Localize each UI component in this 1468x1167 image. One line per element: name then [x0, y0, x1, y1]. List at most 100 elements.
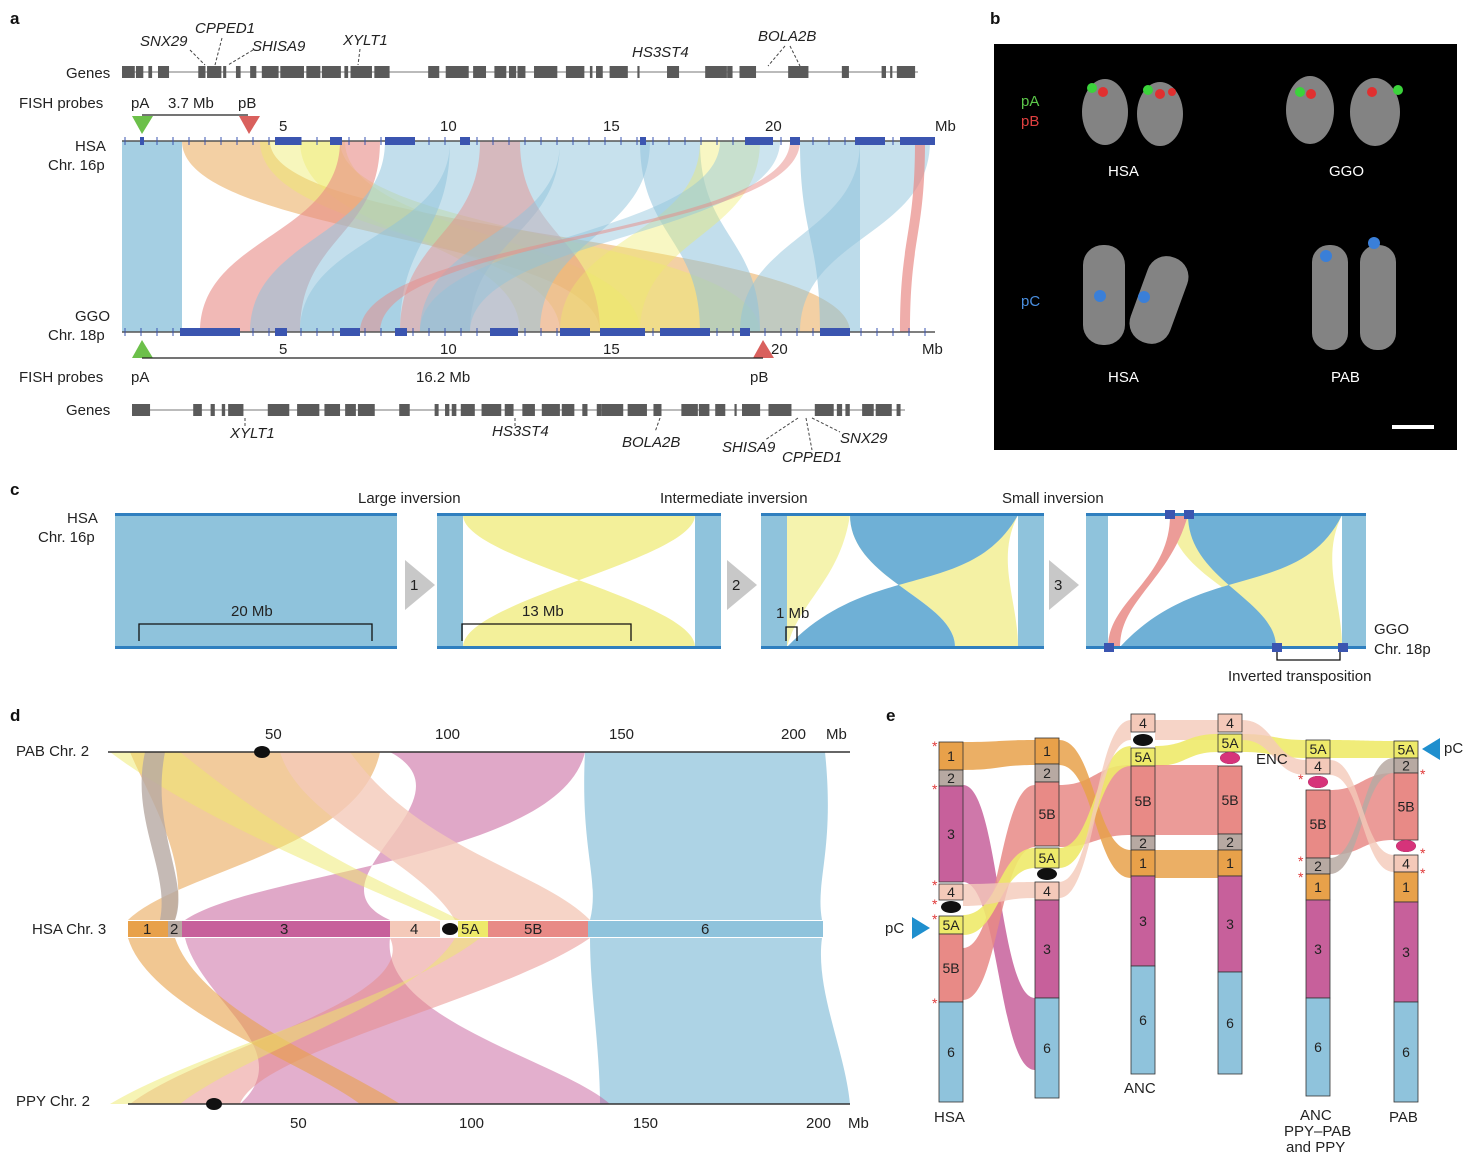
step-number-3: 3: [1054, 577, 1062, 594]
panel-label-c: c: [10, 480, 19, 499]
tick-bottom-10: 10: [440, 341, 457, 358]
pc-arrow-left: [912, 917, 930, 939]
tick-d-top-200: 200: [781, 726, 806, 743]
svg-text:2: 2: [1043, 765, 1051, 781]
hsa-chr3-label: HSA Chr. 3: [32, 921, 106, 938]
col-label-anc2: ANC: [1300, 1107, 1332, 1124]
svg-text:*: *: [932, 911, 938, 927]
fish-probes-label-bottom: FISH probes: [19, 369, 103, 386]
tick-d-top-100: 100: [435, 726, 460, 743]
pc-arrow-right: [1422, 738, 1440, 760]
svg-text:*: *: [1298, 771, 1304, 787]
svg-text:5A: 5A: [1038, 850, 1056, 866]
svg-text:6: 6: [1139, 1012, 1147, 1028]
tick-d-top-50: 50: [265, 726, 282, 743]
fish-species-ggo: GGO: [1329, 163, 1364, 180]
svg-text:*: *: [932, 738, 938, 754]
probe-pa-top-label: pA: [131, 95, 149, 112]
fish-probe-pb-legend: pB: [1021, 113, 1039, 130]
segment-d-5b: 5B: [524, 921, 542, 938]
gene-label-hs3st4-bottom: HS3ST4: [492, 423, 549, 440]
svg-text:1: 1: [1139, 855, 1147, 871]
fish-species-hsa-top: HSA: [1108, 163, 1139, 180]
svg-text:5B: 5B: [1397, 799, 1414, 815]
svg-text:1: 1: [1043, 743, 1051, 759]
ppy-chr2-label: PPY Chr. 2: [16, 1093, 90, 1110]
tick-top-10: 10: [440, 118, 457, 135]
svg-text:5A: 5A: [942, 917, 960, 933]
tick-top-20: 20: [765, 118, 782, 135]
svg-text:4: 4: [1314, 758, 1322, 774]
genes-label-bottom: Genes: [66, 402, 110, 419]
svg-text:*: *: [932, 877, 938, 893]
svg-text:1: 1: [1402, 879, 1410, 895]
svg-text:*: *: [932, 896, 938, 912]
inverted-transposition-label: Inverted transposition: [1228, 668, 1371, 685]
stage1-ribbon: [115, 515, 397, 647]
gene-label-xylt1-top: XYLT1: [342, 32, 388, 49]
svg-text:5B: 5B: [1134, 793, 1151, 809]
unit-top-a: Mb: [935, 118, 956, 135]
svg-text:2: 2: [1226, 834, 1234, 850]
fish-probe-pc-legend: pC: [1021, 293, 1040, 310]
svg-text:3: 3: [1314, 941, 1322, 957]
svg-text:2: 2: [1402, 758, 1410, 774]
svg-text:5A: 5A: [1397, 742, 1415, 758]
synteny-ribbons-d: [110, 752, 850, 1104]
unit-d-top: Mb: [826, 726, 847, 743]
segment-d-1: 1: [143, 921, 151, 938]
step-title-large: Large inversion: [358, 490, 461, 507]
unit-d-bottom: Mb: [848, 1115, 869, 1132]
ggo-chr-label-a: Chr. 18p: [48, 327, 105, 344]
synteny-ribbons-a: [122, 141, 930, 332]
svg-text:1: 1: [1226, 855, 1234, 871]
hsa-chr-label-a: Chr. 16p: [48, 157, 105, 174]
svg-text:*: *: [1420, 865, 1426, 881]
svg-text:*: *: [1298, 869, 1304, 885]
svg-text:*: *: [1420, 845, 1426, 861]
svg-text:6: 6: [947, 1044, 955, 1060]
fish-signals: [1087, 83, 1403, 303]
svg-text:6: 6: [1314, 1039, 1322, 1055]
tick-bottom-5: 5: [279, 341, 287, 358]
hsa-chr-label-c: Chr. 16p: [38, 529, 95, 546]
svg-text:*: *: [1298, 853, 1304, 869]
step-arrows: [405, 560, 1079, 610]
panel-label-d: d: [10, 706, 20, 725]
gene-track-bottom: [132, 404, 905, 416]
probe-pb-top-marker: [239, 116, 260, 134]
distance-bottom-label: 16.2 Mb: [416, 369, 470, 386]
svg-text:3: 3: [1043, 941, 1051, 957]
step-number-2: 2: [732, 577, 740, 594]
svg-text:3: 3: [1226, 916, 1234, 932]
tick-d-bottom-100: 100: [459, 1115, 484, 1132]
gene-label-bola2b-top: BOLA2B: [758, 28, 816, 45]
segment-d-3: 3: [280, 921, 288, 938]
gene-leader-lines-bottom: [244, 417, 841, 451]
gene-label-snx29-top: SNX29: [140, 33, 188, 50]
tick-top-15: 15: [603, 118, 620, 135]
col-label-anc: ANC: [1124, 1080, 1156, 1097]
probe-pb-bottom-label: pB: [750, 369, 768, 386]
hsa-label-a: HSA: [75, 138, 106, 155]
karyotype-evolution-diagram: 12345A5B6125B5A43645A5B213645A5B21365A45…: [932, 713, 1426, 1103]
enc-label: ENC: [1256, 751, 1288, 768]
svg-text:5B: 5B: [1038, 806, 1055, 822]
breakpoint-blocks-c: [1104, 510, 1348, 652]
gene-label-cpped1-top: CPPED1: [195, 20, 255, 37]
gene-label-snx29-bottom: SNX29: [840, 430, 888, 447]
gene-label-shisa9-bottom: SHISA9: [722, 439, 776, 456]
gene-label-shisa9-top: SHISA9: [252, 38, 306, 55]
unit-bottom-a: Mb: [922, 341, 943, 358]
svg-text:1: 1: [947, 748, 955, 764]
tick-bottom-15: 15: [603, 341, 620, 358]
segment-d-5a: 5A: [461, 921, 479, 938]
gene-label-hs3st4-top: HS3ST4: [632, 44, 689, 61]
tick-d-top-150: 150: [609, 726, 634, 743]
gene-leader-lines-top: [189, 37, 801, 67]
svg-text:3: 3: [947, 826, 955, 842]
ggo-label-a: GGO: [75, 308, 110, 325]
svg-text:3: 3: [1402, 944, 1410, 960]
gene-label-bola2b-bottom: BOLA2B: [622, 434, 680, 451]
